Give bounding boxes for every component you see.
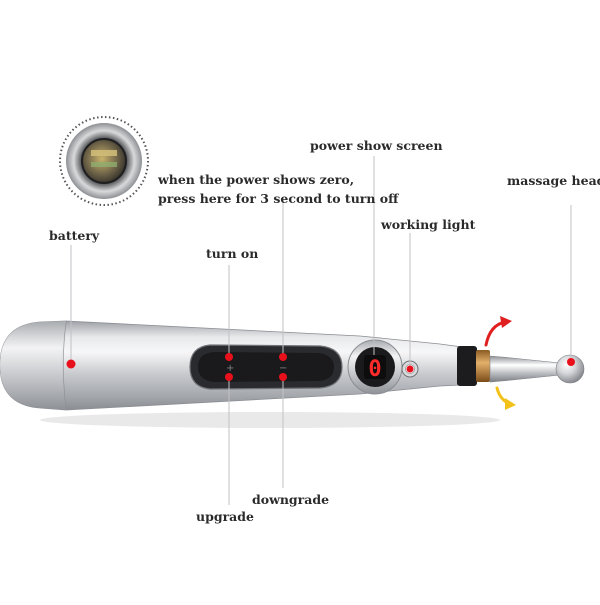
dot-power-off [279, 353, 287, 361]
control-panel-inner [198, 352, 334, 382]
rotation-arrowhead-red-icon [500, 316, 512, 328]
massage-tip-shaft [489, 355, 561, 383]
pen-shadow [40, 412, 500, 428]
end-cap [0, 321, 66, 410]
leader-lines [70, 156, 572, 505]
massage-head-ball [555, 354, 585, 384]
label-power-off-instruction: when the power shows zero, press here fo… [158, 170, 398, 208]
label-working-light: working light [381, 217, 476, 232]
battery-stripe [91, 150, 117, 156]
label-downgrade: downgrade [252, 492, 330, 507]
minus-symbol: − [279, 363, 287, 374]
dot-massage-head [567, 358, 575, 366]
display-digit: 0 [368, 357, 381, 382]
display-window [364, 355, 386, 379]
copper-ring [476, 350, 490, 382]
label-turn-on: turn on [206, 246, 259, 261]
label-power-off-line2: press here for 3 second to turn off [158, 191, 399, 206]
callout-dots [66, 353, 575, 381]
dot-downgrade [279, 373, 287, 381]
label-battery: battery [49, 228, 100, 243]
label-massage-head: massage head [507, 173, 600, 188]
tip-collar [457, 346, 477, 386]
battery-cell-icon [81, 138, 127, 184]
label-power-show-screen: power show screen [310, 138, 443, 153]
battery-stripe-2 [91, 162, 117, 167]
plus-symbol: + [226, 363, 234, 374]
dot-battery [66, 359, 76, 369]
label-upgrade: upgrade [196, 509, 254, 524]
dot-upgrade [225, 373, 233, 381]
dot-working-light [406, 365, 414, 373]
rotation-arrowhead-yellow-icon [505, 398, 516, 410]
label-power-off-line1: when the power shows zero, [158, 172, 355, 187]
dot-turn-on [225, 353, 233, 361]
